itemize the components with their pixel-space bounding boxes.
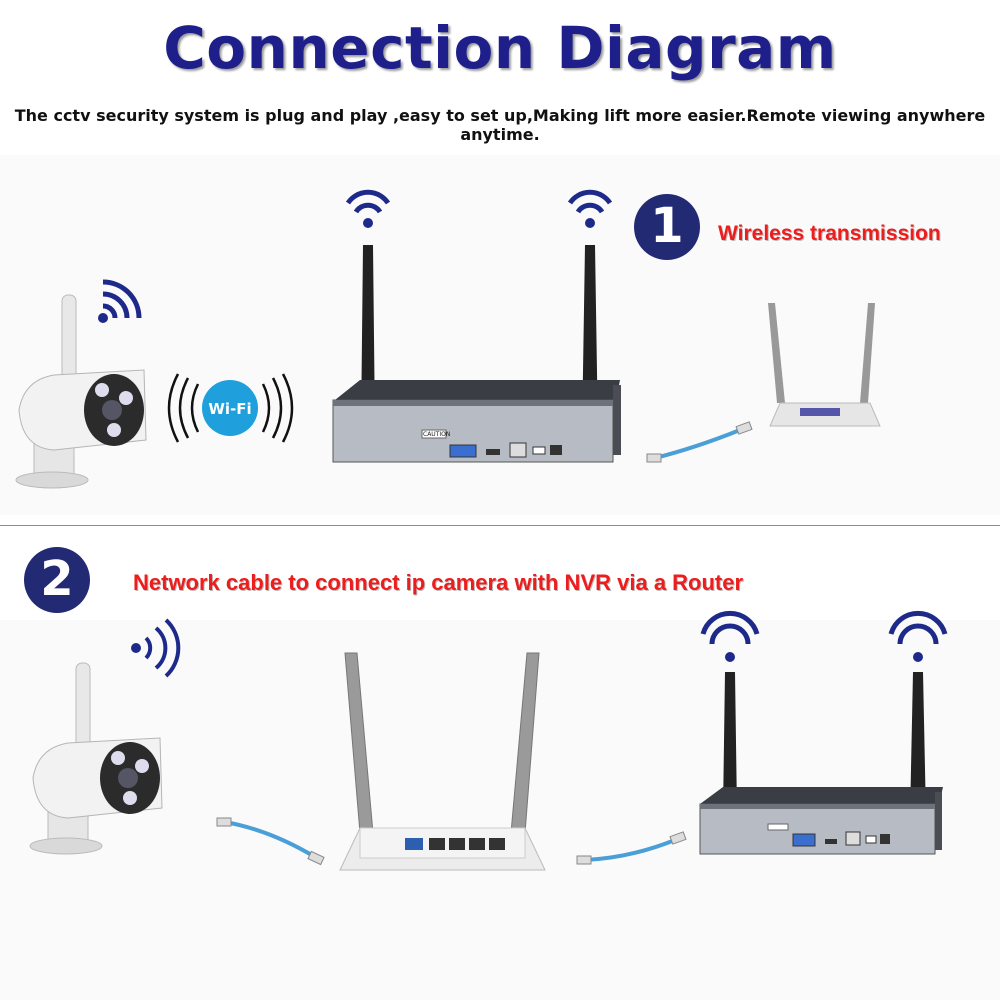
- router-icon: [335, 648, 550, 878]
- network-cable-icon: [575, 830, 690, 875]
- step-1-badge: 1: [634, 194, 700, 260]
- nvr-caution-label: CAUTION: [423, 431, 450, 438]
- section-divider: [0, 525, 1000, 526]
- network-cable-icon: [215, 812, 325, 867]
- router-icon: [765, 298, 885, 433]
- nvr-recorder-icon: [330, 185, 630, 470]
- wifi-badge-text: Wi-Fi: [208, 400, 251, 418]
- step-1-label: Wireless transmission: [718, 222, 941, 246]
- page-subtitle: The cctv security system is plug and pla…: [0, 106, 1000, 144]
- nvr-recorder-icon: [698, 612, 948, 857]
- wifi-signal-icon: [95, 278, 155, 328]
- step-2-badge: 2: [24, 547, 90, 613]
- wifi-badge-icon: Wi-Fi: [158, 372, 303, 444]
- network-cable-icon: [645, 418, 755, 468]
- page-title: Connection Diagram: [0, 14, 1000, 82]
- step-2-label: Network cable to connect ip camera with …: [133, 570, 743, 596]
- ip-camera-icon: [28, 658, 168, 858]
